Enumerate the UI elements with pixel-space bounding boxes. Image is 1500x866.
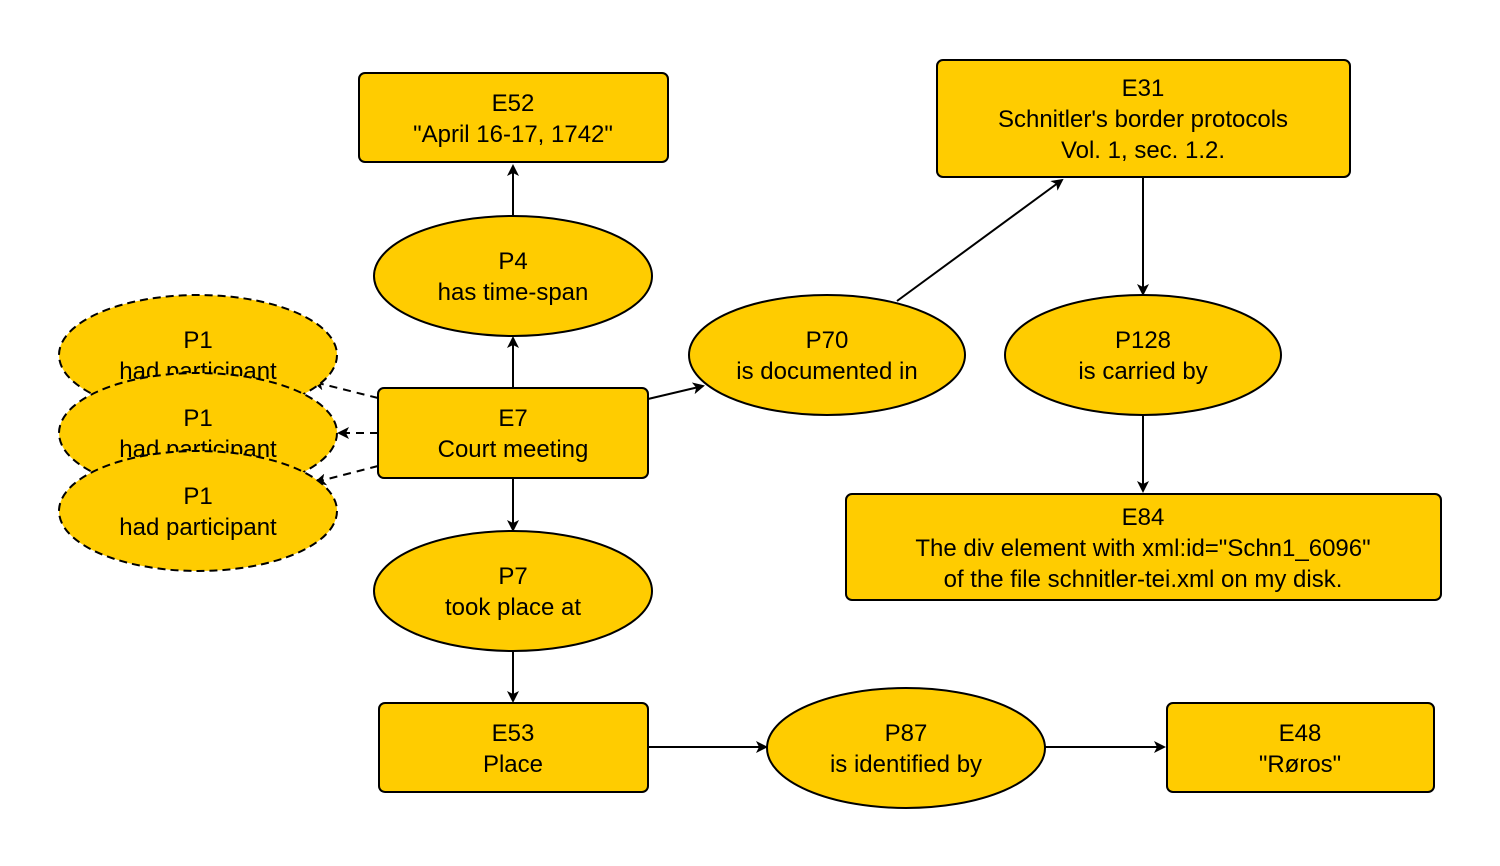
node-p70-label: is documented in [736,358,917,385]
edge-e7-to-p70 [647,382,705,400]
node-e31-label2: Vol. 1, sec. 1.2. [1061,137,1225,164]
node-e48-code: E48 [1279,720,1322,747]
node-p4-code: P4 [498,248,527,275]
edge-e7-to-p1c [314,465,379,486]
node-e7-label: Court meeting [438,436,589,463]
node-e7[interactable]: E7 Court meeting [377,387,649,479]
node-p128-code: P128 [1115,327,1171,354]
node-e53-code: E53 [492,720,535,747]
node-e52-label: "April 16-17, 1742" [413,121,613,148]
edge-e7-to-p1a [312,378,379,399]
node-p1a-code: P1 [183,327,212,354]
node-e52-code: E52 [492,90,535,117]
node-p128[interactable]: P128 is carried by [1004,294,1282,416]
node-p4[interactable]: P4 has time-span [373,215,653,337]
node-p7-code: P7 [498,563,527,590]
node-p1c-label: had participant [119,514,277,541]
node-p1b-code: P1 [183,405,212,432]
node-p7-label: took place at [445,594,581,621]
node-p70[interactable]: P70 is documented in [688,294,966,416]
node-p70-code: P70 [806,327,849,354]
node-e7-code: E7 [498,405,527,432]
node-e31[interactable]: E31 Schnitler's border protocols Vol. 1,… [936,59,1351,178]
node-p87[interactable]: P87 is identified by [766,687,1046,809]
node-p87-code: P87 [885,720,928,747]
node-e84[interactable]: E84 The div element with xml:id="Schn1_6… [845,493,1442,601]
edge-p70-to-e31 [896,178,1064,302]
node-p4-label: has time-span [438,279,589,306]
node-p87-label: is identified by [830,751,982,778]
node-e84-label: The div element with xml:id="Schn1_6096" [915,535,1370,562]
node-p128-label: is carried by [1078,358,1207,385]
node-e53[interactable]: E53 Place [378,702,649,793]
node-e31-label: Schnitler's border protocols [998,106,1288,133]
node-e84-label2: of the file schnitler-tei.xml on my disk… [944,566,1343,593]
node-e31-code: E31 [1122,75,1165,102]
node-e53-label: Place [483,751,543,778]
node-e48-label: "Røros" [1259,751,1341,778]
node-p7[interactable]: P7 took place at [373,530,653,652]
node-e48[interactable]: E48 "Røros" [1166,702,1435,793]
edges [312,164,1166,753]
node-e84-code: E84 [1122,504,1165,531]
node-p1c[interactable]: P1 had participant [58,450,338,572]
node-p1c-code: P1 [183,483,212,510]
node-e52[interactable]: E52 "April 16-17, 1742" [358,72,669,163]
